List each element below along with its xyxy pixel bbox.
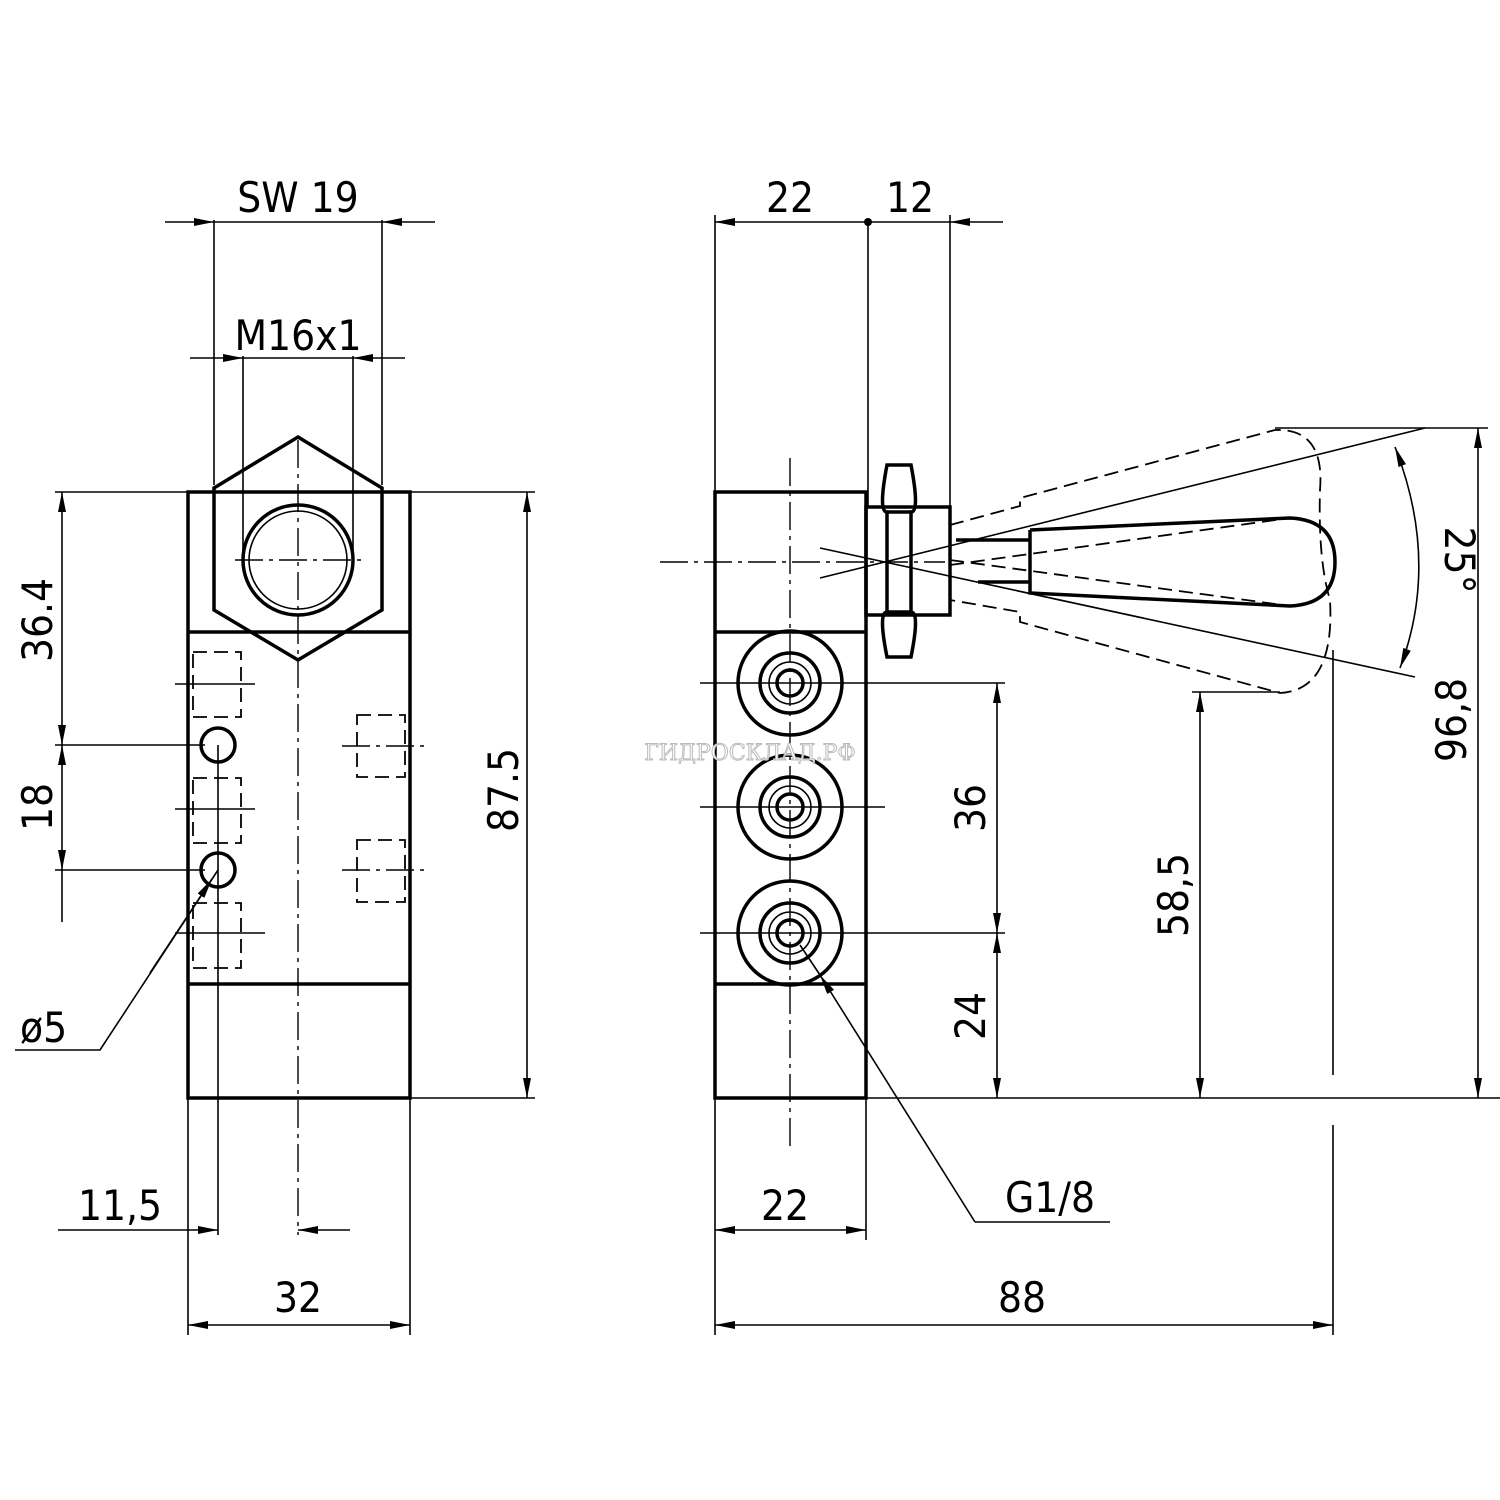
hidden-ports (175, 651, 428, 969)
dim-96-8: 96,8 (1427, 678, 1476, 762)
valve-body-front (186, 490, 412, 1100)
dim-angle: 25° (1435, 527, 1484, 594)
dim-22-bottom: 22 (761, 1181, 809, 1230)
dim-thread: M16x1 (234, 311, 361, 360)
shaft-bushing (864, 505, 952, 617)
dim-88: 88 (998, 1273, 1046, 1322)
port-thread-label: G1/8 (1005, 1173, 1095, 1222)
watermark: ГИДРОСКЛАД.РФ (644, 741, 855, 766)
front-view: SW 19 M16x1 36.4 18 87.5 ø5 11,5 32 (13, 173, 535, 1335)
side-view: 25° 22 12 36 24 58,5 96,8 G1/8 22 (660, 173, 1500, 1335)
lever-swing-envelope (949, 429, 1332, 694)
angle-arc (1394, 446, 1420, 669)
lock-nut (880, 463, 918, 659)
lever-handle (956, 516, 1337, 608)
dim-22-top: 22 (766, 173, 814, 222)
dim-11-5: 11,5 (78, 1181, 162, 1230)
dim-24: 24 (946, 992, 995, 1040)
dim-12: 12 (886, 173, 934, 222)
dim-sw: SW 19 (237, 173, 358, 222)
dim-hole-dia: ø5 (20, 1003, 67, 1052)
dim-87-5: 87.5 (479, 748, 528, 832)
dim-58-5: 58,5 (1149, 853, 1198, 937)
dim-32: 32 (274, 1273, 322, 1322)
dim-36: 36 (946, 784, 995, 832)
dim-18: 18 (13, 783, 62, 831)
dim-36-4: 36.4 (13, 578, 62, 662)
port-circles (700, 629, 1005, 987)
